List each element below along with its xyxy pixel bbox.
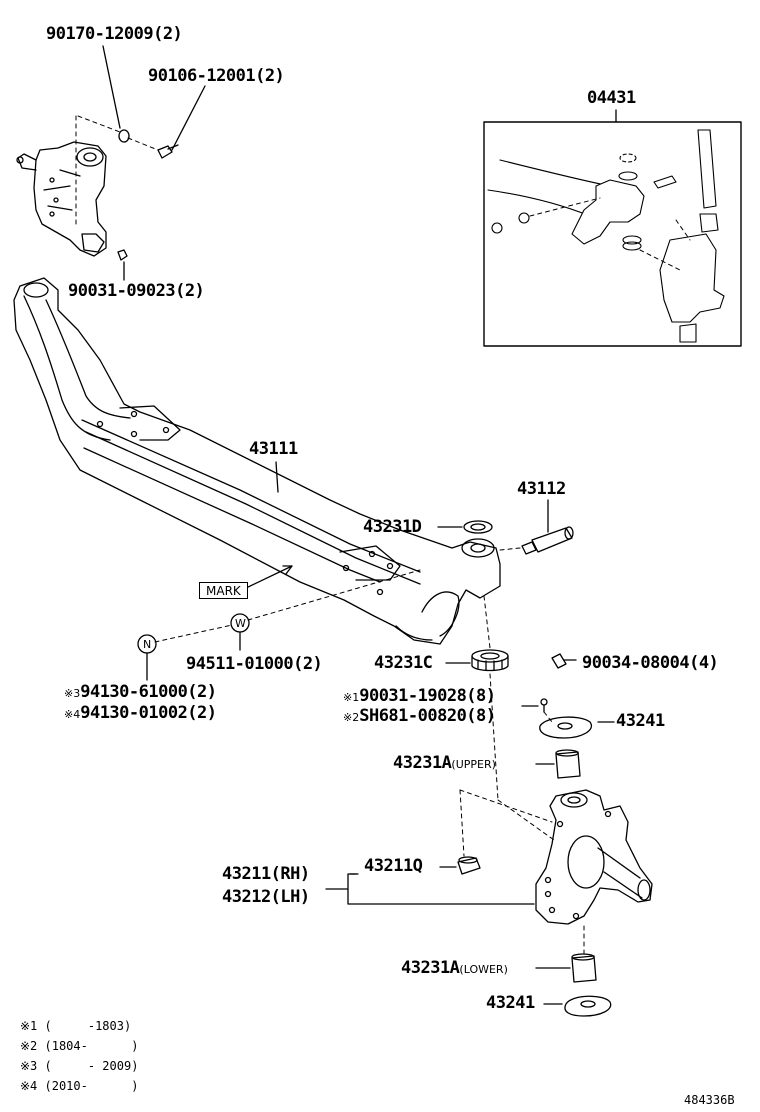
mark-label: MARK: [199, 582, 248, 599]
label-43211Q: 43211Q: [364, 856, 423, 876]
footnote-3: ※3 ( - 2009): [20, 1059, 139, 1073]
label-90031-19028: ※190031-19028(8): [343, 686, 496, 706]
footnote-2: ※2 (1804- ): [20, 1039, 139, 1053]
bolt-90031-19028: [540, 698, 548, 713]
label-43231A-upper: 43231A(UPPER): [393, 753, 496, 773]
cover-43241-lower: [564, 995, 612, 1017]
bushing-43231A-upper: [555, 749, 581, 779]
kingpin-43112: [521, 526, 574, 555]
label-43211-rh: 43211(RH): [222, 864, 310, 884]
bolt-90106: [157, 144, 179, 159]
label-43212-lh: 43212(LH): [222, 887, 310, 907]
label-04431: 04431: [587, 88, 636, 108]
footnote-1: ※1 ( -1803): [20, 1019, 132, 1033]
washer-43231D: [463, 520, 493, 534]
plug-90031-upper: [117, 249, 128, 261]
label-43231A-lower: 43231A(LOWER): [401, 958, 508, 978]
label-90034-08004: 90034-08004(4): [582, 653, 719, 673]
cover-43241-upper: [539, 716, 592, 739]
nut-90170: [118, 129, 130, 143]
drawing-id: 484336B: [684, 1093, 735, 1107]
grease-fitting-90034: [551, 653, 577, 669]
label-43231C: 43231C: [374, 653, 433, 673]
label-43231D: 43231D: [363, 517, 422, 537]
label-43241-lower: 43241: [486, 993, 535, 1013]
steering-knuckle-43211: [535, 789, 653, 925]
label-43112: 43112: [517, 479, 566, 499]
shim-43211Q: [457, 856, 481, 875]
ref-1: ※1: [343, 691, 360, 704]
label-94130-61000: ※394130-61000(2): [64, 682, 217, 702]
circle-label-w: W: [235, 617, 246, 630]
ref-2: ※2: [343, 711, 360, 724]
label-90031-09023: 90031-09023(2): [68, 281, 205, 301]
bearing-43231C: [471, 649, 509, 672]
circle-label-n: N: [143, 638, 152, 651]
bushing-43231A-lower: [571, 953, 597, 983]
axle-beam-43111: [13, 277, 501, 645]
label-43241-upper: 43241: [616, 711, 665, 731]
inset-box-04431: [483, 121, 742, 347]
inset-axle-end: [487, 129, 725, 343]
label-90106-12001: 90106-12001(2): [148, 66, 285, 86]
mark-arrow: [245, 565, 293, 589]
ref-3: ※3: [64, 687, 81, 700]
knuckle-arm-upper-left: [16, 141, 107, 257]
label-90170-12009: 90170-12009(2): [46, 24, 183, 44]
footnote-4: ※4 (2010- ): [20, 1079, 139, 1093]
label-94130-01002: ※494130-01002(2): [64, 703, 217, 723]
label-94511-01000: 94511-01000(2): [186, 654, 323, 674]
ref-4: ※4: [64, 708, 81, 721]
label-SH681-00820: ※2SH681-00820(8): [343, 706, 496, 726]
label-43111: 43111: [249, 439, 298, 459]
